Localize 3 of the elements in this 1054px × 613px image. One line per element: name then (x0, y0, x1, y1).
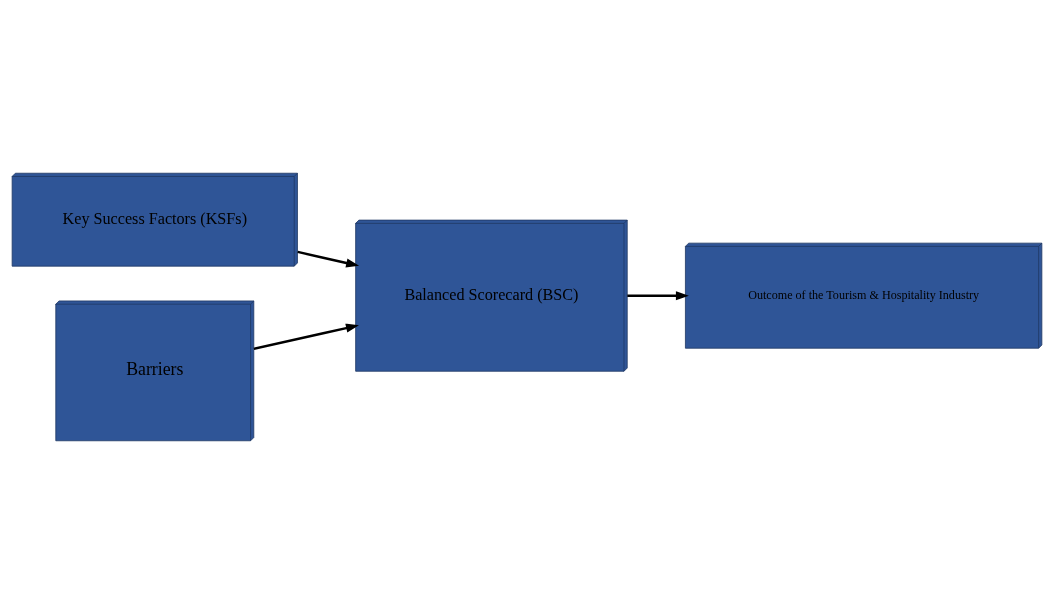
arrow (297, 250, 360, 267)
arrow (253, 323, 359, 350)
arrow (627, 290, 689, 300)
